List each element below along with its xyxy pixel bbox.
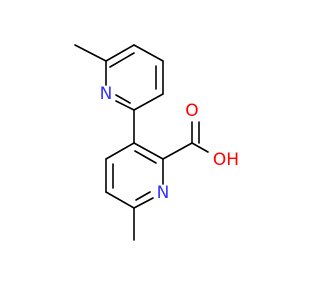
atom-n-bottom: N	[157, 183, 170, 203]
atom-o-carbonyl: O	[185, 101, 198, 121]
bonds	[74, 44, 209, 241]
atom-n-top: N	[100, 84, 113, 104]
bond-bot-c3-c4	[105, 142, 135, 160]
structure-canvas: N N O OH	[74, 44, 240, 241]
bond-bot-c6-n-inner	[135, 191, 151, 201]
bond-c2-carboxyl	[162, 142, 193, 160]
bond-top-c2-n	[115, 100, 135, 111]
bond-bot-c2-c3-inner	[134, 150, 157, 164]
bond-top-c6-c5-inner	[109, 52, 135, 68]
atom-o-hydroxyl: OH	[213, 150, 239, 170]
bond-top-c6-c5	[105, 44, 135, 62]
bond-top-c2-n-inner	[115, 94, 131, 104]
bond-bot-c6-n	[133, 197, 154, 209]
molecule-diagram: N N O OH	[74, 44, 239, 241]
bond-top-c5-c4	[133, 44, 164, 62]
atom-labels: N N O OH	[100, 84, 239, 203]
bond-c-oh	[191, 142, 209, 153]
bond-bot-c2-c3	[133, 142, 164, 160]
bond-methyl-top	[74, 44, 107, 62]
bond-top-c3-c2	[133, 93, 164, 111]
bond-bot-c5-c6	[105, 191, 135, 209]
